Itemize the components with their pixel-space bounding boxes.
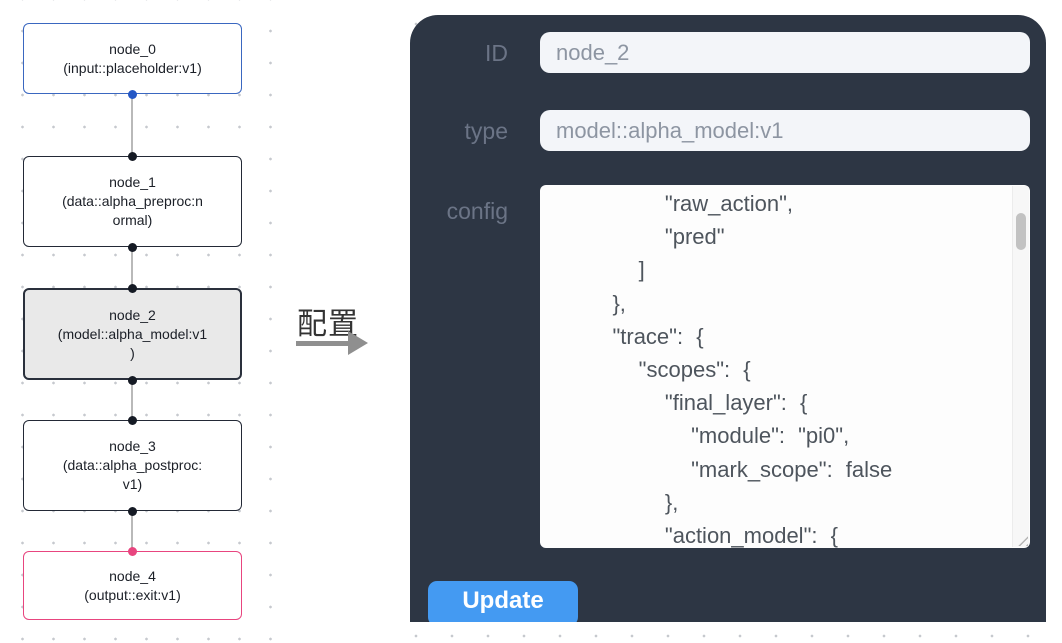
flow-node-node_1[interactable]: node_1 (data::alpha_preproc:n ormal) — [23, 156, 242, 247]
arrow-head — [348, 331, 368, 355]
flow-node-node_4[interactable]: node_4 (output::exit:v1) — [23, 551, 242, 620]
edge-node_3-node_4 — [131, 511, 133, 551]
flow-node-node_0[interactable]: node_0 (input::placeholder:v1) — [23, 23, 242, 94]
handle-node_3-target[interactable] — [128, 415, 137, 425]
edge-node_0-node_1 — [131, 94, 133, 156]
handle-node_3-source[interactable] — [128, 506, 137, 516]
type-input[interactable] — [540, 110, 1030, 151]
node-label: node_1 (data::alpha_preproc:n ormal) — [62, 174, 203, 228]
handle-node_1-target[interactable] — [128, 151, 137, 161]
flow-node-node_2[interactable]: node_2 (model::alpha_model:v1 ) — [23, 288, 242, 380]
config-field-label: config — [446, 198, 508, 224]
config-scrollbar-thumb[interactable] — [1016, 213, 1026, 250]
flow-node-node_3[interactable]: node_3 (data::alpha_postproc: v1) — [23, 420, 242, 511]
node-label: node_0 (input::placeholder:v1) — [63, 40, 202, 76]
handle-node_4-target[interactable] — [128, 546, 137, 556]
node-label: node_4 (output::exit:v1) — [84, 567, 181, 603]
config-textarea[interactable]: "raw_action", "pred" ] }, "trace": { "sc… — [540, 185, 1030, 548]
type-field-label: type — [464, 118, 508, 144]
node-label: node_2 (model::alpha_model:v1 ) — [57, 306, 208, 361]
edge-node_2-node_3 — [131, 380, 133, 420]
config-scrollbar[interactable] — [1012, 186, 1029, 547]
handle-node_2-source[interactable] — [128, 375, 137, 385]
arrow-shaft — [296, 341, 349, 346]
handle-node_0-source[interactable] — [128, 90, 137, 99]
id-field-label: ID — [485, 40, 508, 66]
node-label: node_3 (data::alpha_postproc: v1) — [62, 438, 203, 492]
id-input[interactable] — [540, 32, 1030, 73]
configure-label: 配置 — [297, 308, 359, 341]
update-button[interactable]: Update — [428, 581, 578, 622]
right-arrow-icon — [296, 331, 368, 355]
handle-node_1-source[interactable] — [128, 242, 137, 252]
handle-node_2-target[interactable] — [128, 283, 137, 293]
edge-node_1-node_2 — [131, 247, 133, 288]
config-json-text[interactable]: "raw_action", "pred" ] }, "trace": { "sc… — [612, 191, 893, 548]
node-config-panel: ID type config "raw_action", "pred" ] },… — [410, 15, 1046, 622]
